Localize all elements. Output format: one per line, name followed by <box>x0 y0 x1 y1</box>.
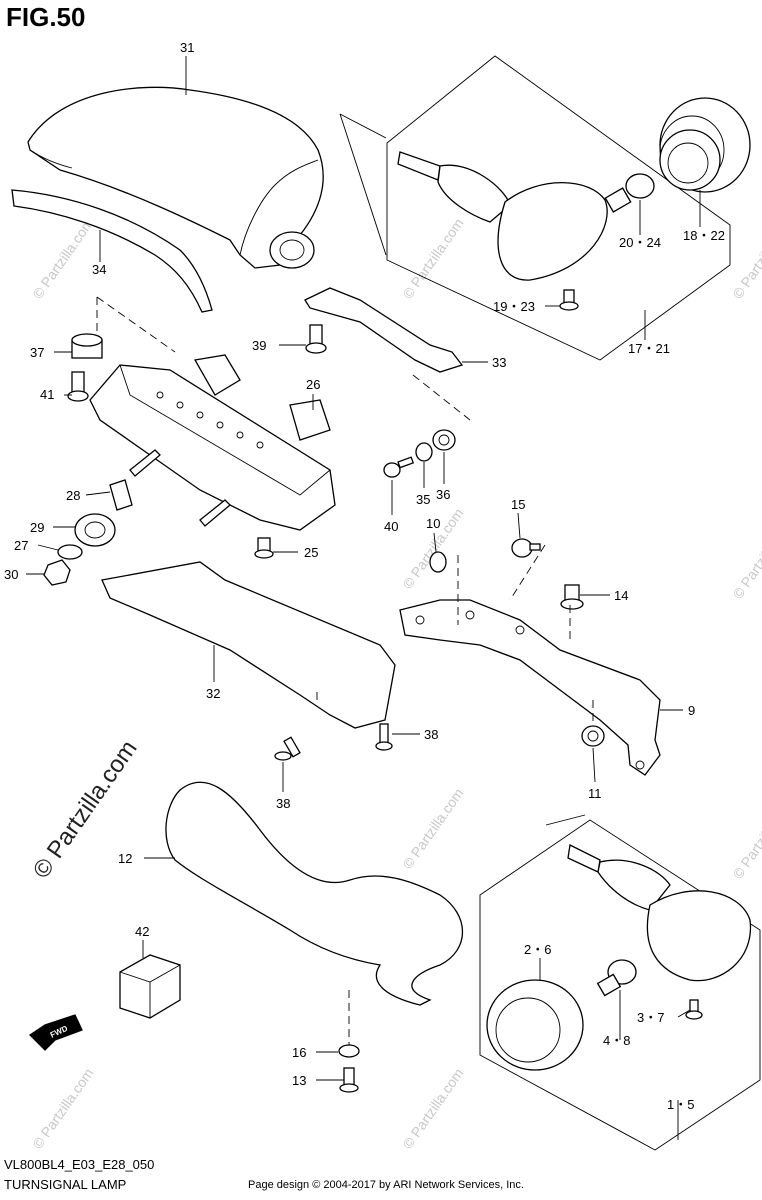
callout-32: 32 <box>206 686 220 701</box>
callout-33: 33 <box>492 355 506 370</box>
callout-34: 34 <box>92 262 106 277</box>
dashed-guides <box>96 296 594 1045</box>
bulb-icon <box>596 959 637 997</box>
callout-38b: 38 <box>276 796 290 811</box>
callout-9: 9 <box>688 703 695 718</box>
watermark: © Partzilla.com <box>729 215 762 301</box>
watermark: © Partzilla.com <box>29 215 96 301</box>
callout-16: 16 <box>292 1045 306 1060</box>
watermark: © Partzilla.com <box>399 215 466 301</box>
callout-30: 30 <box>4 567 18 582</box>
lamp-socket <box>397 151 441 181</box>
washer-35 <box>415 442 433 462</box>
nut-15 <box>511 538 541 558</box>
rear-lamp-box <box>339 55 751 361</box>
watermark: © Partzilla.com <box>729 795 762 881</box>
bolt-39 <box>305 324 327 354</box>
callout-28: 28 <box>66 488 80 503</box>
cover-12 <box>165 781 463 1006</box>
callout-11: 11 <box>588 786 602 801</box>
callout-17-21: 17・21 <box>628 341 670 356</box>
bolt-25 <box>254 537 274 559</box>
callout-26: 26 <box>306 377 320 392</box>
washer-16 <box>338 1044 360 1058</box>
callout-38a: 38 <box>424 727 438 742</box>
watermark: © Partzilla.com <box>729 515 762 601</box>
callout-37: 37 <box>30 345 44 360</box>
lamp-housing <box>497 182 608 281</box>
callout-36: 36 <box>436 487 450 502</box>
clip-38 <box>375 723 393 751</box>
callout-10: 10 <box>426 516 440 531</box>
callout-20-24: 20・24 <box>619 235 661 250</box>
screw-icon <box>685 999 703 1020</box>
callout-42: 42 <box>135 924 149 939</box>
bulb-icon <box>604 173 655 213</box>
trim-strip <box>11 189 213 313</box>
fwd-badge: FWD <box>28 1014 83 1051</box>
callout-labels: 31 34 18・22 20・24 19・23 17・21 37 39 41 2… <box>4 40 725 1112</box>
screw-40 <box>383 456 415 478</box>
callout-41: 41 <box>40 387 54 402</box>
main-bracket <box>89 354 336 531</box>
nut-30 <box>43 559 71 586</box>
callout-27: 27 <box>14 538 28 553</box>
copyright-credit: Page design © 2004-2017 by ARI Network S… <box>248 1179 524 1191</box>
screw-13 <box>339 1067 359 1093</box>
front-lamp-box <box>479 814 761 1151</box>
callout-31: 31 <box>180 40 194 55</box>
callout-39: 39 <box>252 338 266 353</box>
figure-title: FIG.50 <box>6 2 86 32</box>
callout-19-23: 19・23 <box>493 299 535 314</box>
callout-4-8: 4・8 <box>603 1033 630 1048</box>
watermark: © Partzilla.com <box>399 785 466 871</box>
spacer-36 <box>432 429 456 451</box>
fender-cover <box>27 86 324 269</box>
page-caption: TURNSIGNAL LAMP <box>4 1177 127 1192</box>
lens-ring <box>659 97 751 193</box>
collar-28 <box>109 479 133 511</box>
nut-11 <box>581 725 605 747</box>
grommet-37 <box>71 333 103 359</box>
bolt-41 <box>67 371 89 402</box>
callout-15: 15 <box>511 497 525 512</box>
callout-14: 14 <box>614 588 628 603</box>
lens-front <box>486 979 584 1071</box>
lamp-stay <box>101 561 396 729</box>
callout-12: 12 <box>118 851 132 866</box>
callout-2-6: 2・6 <box>524 942 551 957</box>
model-code: VL800BL4_E03_E28_050 <box>4 1157 155 1172</box>
callout-25: 25 <box>304 545 318 560</box>
callout-3-7: 3・7 <box>637 1010 664 1025</box>
callout-13: 13 <box>292 1073 306 1088</box>
clip-38b <box>274 736 301 761</box>
screw-icon <box>559 289 579 311</box>
relay-42 <box>119 954 181 1019</box>
stud-bolt <box>129 449 231 527</box>
lamp-housing-front <box>646 890 752 982</box>
callout-35: 35 <box>416 492 430 507</box>
callout-29: 29 <box>30 520 44 535</box>
washer-27 <box>57 544 83 560</box>
watermark: © Partzilla.com <box>29 1065 96 1151</box>
rubber-29 <box>74 513 116 547</box>
nut-10 <box>429 551 447 573</box>
leader-lines <box>26 56 701 1140</box>
bracket-33 <box>304 287 464 373</box>
watermark: © Partzilla.com <box>399 1065 466 1151</box>
callout-1-5: 1・5 <box>667 1097 694 1112</box>
callout-18-22: 18・22 <box>683 228 725 243</box>
bracket-9 <box>399 599 661 776</box>
nut-14 <box>560 584 584 610</box>
callout-40: 40 <box>384 519 398 534</box>
